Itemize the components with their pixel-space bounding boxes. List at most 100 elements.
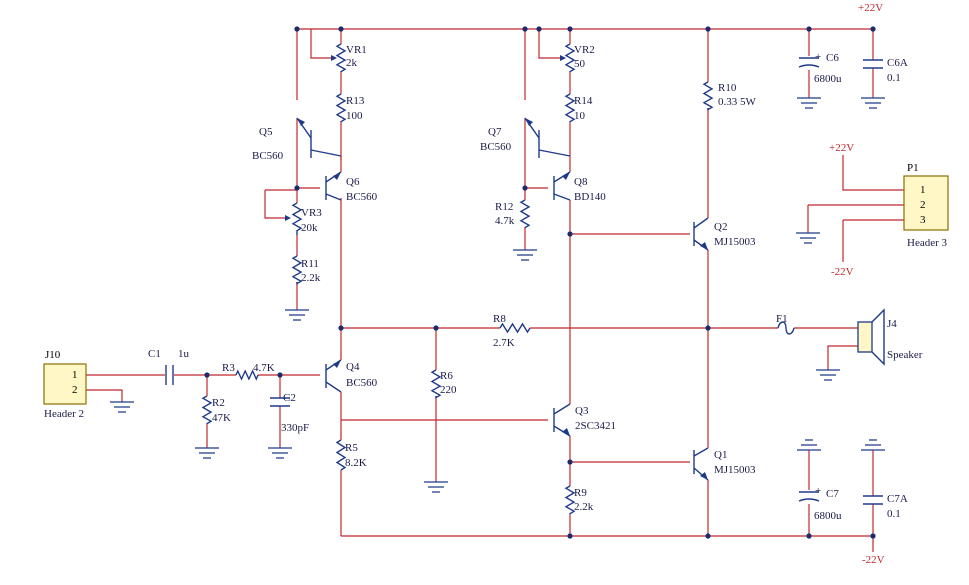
label-r11-ref: R11 xyxy=(301,258,319,270)
resistor-r5 xyxy=(335,439,347,471)
label-r3-ref: R3 xyxy=(222,362,235,374)
label-vminus-bottom: -22V xyxy=(862,554,885,566)
resistor-r2 xyxy=(201,395,213,425)
label-c7-plus: + xyxy=(815,485,821,497)
label-r14-val: 10 xyxy=(574,110,586,122)
label-r11-val: 2.2k xyxy=(301,272,321,284)
label-q7-ref: Q7 xyxy=(488,126,502,138)
label-j10-pin1: 1 xyxy=(72,369,78,381)
label-r13-ref: R13 xyxy=(346,95,365,107)
label-r10-ref: R10 xyxy=(718,82,737,94)
label-p1-pin1: 1 xyxy=(920,184,926,196)
label-p1-ref: P1 xyxy=(907,162,919,174)
label-q8-val: BD140 xyxy=(574,191,606,203)
resistor-r13 xyxy=(335,93,347,123)
label-q6-ref: Q6 xyxy=(346,176,360,188)
label-c6-ref: C6 xyxy=(826,52,839,64)
label-c2-val: 330pF xyxy=(281,422,309,434)
label-q1-val: MJ15003 xyxy=(714,464,756,476)
label-r6-ref: R6 xyxy=(440,370,453,382)
label-r14-ref: R14 xyxy=(574,95,593,107)
label-r5-ref: R5 xyxy=(345,442,358,454)
label-r2-ref: R2 xyxy=(212,397,225,409)
label-c1-ref: C1 xyxy=(148,348,161,360)
label-q8-ref: Q8 xyxy=(574,176,588,188)
label-f1-ref: F1 xyxy=(776,313,788,325)
resistor-vr3 xyxy=(291,202,303,235)
label-c1-val: 1u xyxy=(178,348,190,360)
transistor-q6 xyxy=(325,171,342,201)
label-q4-val: BC560 xyxy=(346,377,378,389)
resistor-r3 xyxy=(235,369,259,381)
label-vr1-val: 2k xyxy=(346,57,358,69)
speaker-j4 xyxy=(857,308,885,366)
fuse-f1 xyxy=(777,321,795,335)
label-r12-ref: R12 xyxy=(495,201,513,213)
label-j4-name: Speaker xyxy=(887,349,923,361)
label-q5-ref: Q5 xyxy=(259,126,273,138)
label-r2-val: 47K xyxy=(212,412,231,424)
transistor-q8 xyxy=(553,171,571,201)
label-r8-val: 2.7K xyxy=(493,337,515,349)
label-j10-pin2: 2 xyxy=(72,384,78,396)
header-j10 xyxy=(43,363,87,405)
resistor-r10 xyxy=(702,81,714,111)
resistor-vr1 xyxy=(335,43,347,73)
component-labels: VR1 2k R13 100 Q5 BC560 Q6 BC560 VR3 20k… xyxy=(44,2,948,566)
transistors xyxy=(296,117,709,481)
capacitor-c7a xyxy=(863,495,883,505)
label-r6-val: 220 xyxy=(440,384,457,396)
resistor-r14 xyxy=(564,93,576,123)
transistor-q7 xyxy=(524,117,571,158)
label-q7-val: BC560 xyxy=(480,141,512,153)
label-c7a-ref: C7A xyxy=(887,493,908,505)
resistor-r8 xyxy=(499,322,531,334)
capacitor-c1 xyxy=(165,365,174,385)
resistor-r11 xyxy=(291,255,303,285)
resistor-vr2 xyxy=(564,43,576,73)
label-vminus-p1: -22V xyxy=(831,266,854,278)
label-c7-val: 6800u xyxy=(814,510,842,522)
resistor-r6 xyxy=(430,369,442,399)
label-r9-ref: R9 xyxy=(574,487,587,499)
label-c7-ref: C7 xyxy=(826,488,839,500)
label-q4-ref: Q4 xyxy=(346,361,360,373)
resistor-r12 xyxy=(519,199,531,229)
ground-symbol xyxy=(796,232,820,244)
ground-symbol xyxy=(861,439,885,470)
label-q2-ref: Q2 xyxy=(714,221,727,233)
label-p1-pin3: 3 xyxy=(920,214,926,226)
ground-symbol xyxy=(285,309,309,321)
label-vplus-p1: +22V xyxy=(829,142,854,154)
ground-symbol xyxy=(816,369,840,381)
ground-symbol xyxy=(110,401,134,413)
label-c6-plus: + xyxy=(815,51,821,63)
label-j4-ref: J4 xyxy=(887,318,897,330)
vr2-wiper-arrow xyxy=(560,55,566,61)
label-q1-ref: Q1 xyxy=(714,449,727,461)
capacitor-c7 xyxy=(798,491,820,502)
label-q5-val: BC560 xyxy=(252,150,284,162)
label-vplus-top: +22V xyxy=(858,2,883,14)
resistor-r9 xyxy=(564,485,576,515)
label-j10-ref: J10 xyxy=(45,349,61,361)
label-p1-pin2: 2 xyxy=(920,199,926,211)
ground-symbol xyxy=(797,97,821,109)
label-c6a-val: 0.1 xyxy=(887,72,901,84)
label-r12-val: 4.7k xyxy=(495,215,515,227)
wires xyxy=(86,28,904,552)
label-c6-val: 6800u xyxy=(814,73,842,85)
capacitor-c6 xyxy=(798,57,820,68)
transistor-q3 xyxy=(553,380,571,437)
ground-symbol xyxy=(195,447,219,459)
label-r5-val: 8.2K xyxy=(345,457,367,469)
transistor-q4 xyxy=(325,359,342,393)
transistor-q1 xyxy=(693,447,709,481)
capacitor-c6a xyxy=(863,59,883,69)
label-vr3-ref: VR3 xyxy=(301,207,322,219)
label-c6a-ref: C6A xyxy=(887,57,908,69)
label-vr3-val: 20k xyxy=(301,222,318,234)
header-p1 xyxy=(903,175,949,231)
ground-symbol xyxy=(797,439,821,470)
